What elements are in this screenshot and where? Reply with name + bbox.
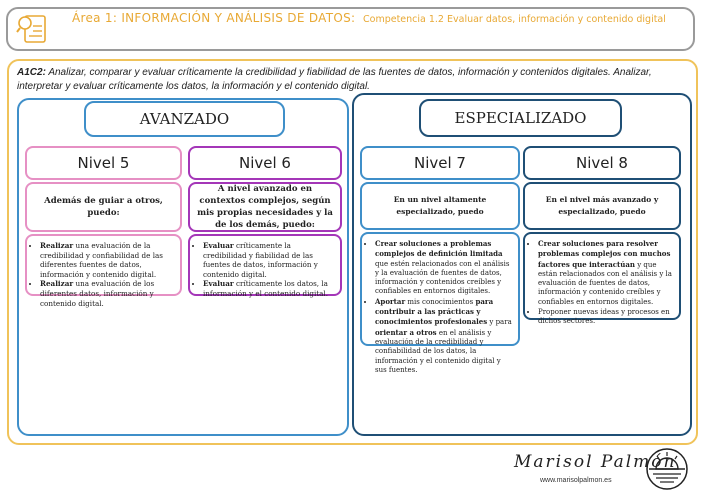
specialized-column: [352, 93, 692, 436]
list-item: Evaluar críticamente la credibilidad y f…: [203, 241, 335, 279]
main-panel: [7, 59, 698, 445]
list-item: Crear soluciones para resolver problemas…: [538, 239, 674, 307]
competence-title: Competencia 1.2 Evaluar datos, informaci…: [363, 14, 666, 25]
nivel-6-title: Nivel 6: [188, 146, 342, 180]
nivel-7-title: Nivel 7: [360, 146, 520, 180]
document-search-icon: [16, 15, 46, 43]
sun-over-sea-logo-icon: [646, 448, 688, 490]
advanced-column: [17, 98, 349, 436]
competence-code: A1C2:: [17, 67, 46, 78]
nivel-7-list: Crear soluciones a problemas complejos d…: [360, 232, 520, 374]
area-title: Área 1: INFORMACIÓN Y ANÁLISIS DE DATOS:: [72, 11, 356, 25]
competence-description: A1C2: Analizar, comparar y evaluar críti…: [17, 66, 689, 94]
nivel-7-description: En un nivel altamente especializado, pue…: [360, 182, 520, 230]
nivel-8-description: En el nivel más avanzado y especializado…: [523, 182, 681, 230]
list-item: Crear soluciones a problemas complejos d…: [375, 239, 513, 297]
nivel-5-title: Nivel 5: [25, 146, 182, 180]
list-item: Realizar una evaluación de la credibilid…: [40, 241, 175, 279]
list-item: Realizar una evaluación de los diferente…: [40, 279, 175, 308]
brand-url: www.marisolpalmon.es: [540, 477, 612, 484]
header-banner: [6, 7, 695, 51]
brand-signature: Marisol Palmón: [514, 452, 677, 472]
competence-text: Analizar, comparar y evaluar críticament…: [17, 67, 652, 92]
list-item: Proponer nuevas ideas y procesos en dich…: [538, 307, 674, 327]
nivel-6-list: Evaluar críticamente la credibilidad y f…: [188, 234, 342, 298]
nivel-6-description: A nivel avanzado en contextos complejos,…: [188, 182, 342, 232]
list-item: Evaluar críticamente los datos, la infor…: [203, 279, 335, 298]
advanced-title: AVANZADO: [84, 101, 285, 137]
nivel-5-description: Además de guiar a otros, puedo:: [25, 182, 182, 232]
nivel-5-list: Realizar una evaluación de la credibilid…: [25, 234, 182, 308]
nivel-8-list: Crear soluciones para resolver problemas…: [523, 232, 681, 325]
list-item: Aportar mis conocimientos para contribui…: [375, 297, 513, 375]
specialized-title: ESPECIALIZADO: [419, 99, 622, 137]
nivel-8-title: Nivel 8: [523, 146, 681, 180]
